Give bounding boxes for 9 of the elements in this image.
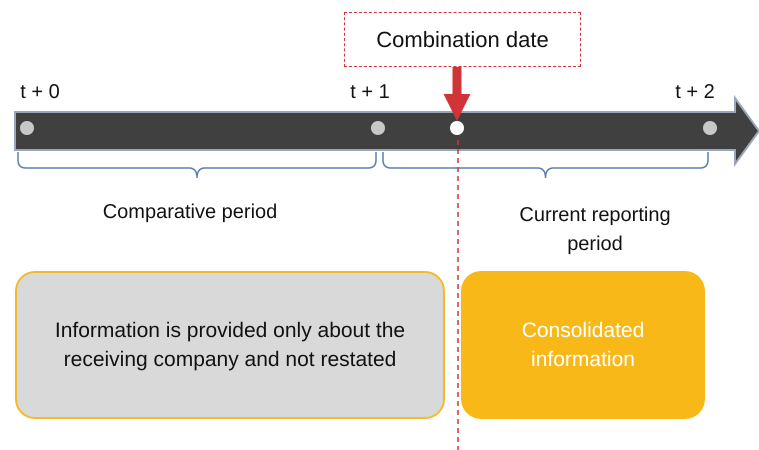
- arrow: [444, 67, 470, 121]
- time-label: t + 2: [674, 80, 716, 105]
- period-label: Comparative period: [102, 200, 278, 225]
- date-box: Combination date: [344, 12, 581, 67]
- info-box: Information is provided only about the receiving company and not restated: [15, 271, 445, 419]
- time-label: t + 1: [349, 80, 391, 105]
- period-label: Current reporting period: [518, 203, 672, 257]
- time-label: t + 0: [19, 80, 61, 105]
- info-box: Consolidated information: [461, 271, 705, 419]
